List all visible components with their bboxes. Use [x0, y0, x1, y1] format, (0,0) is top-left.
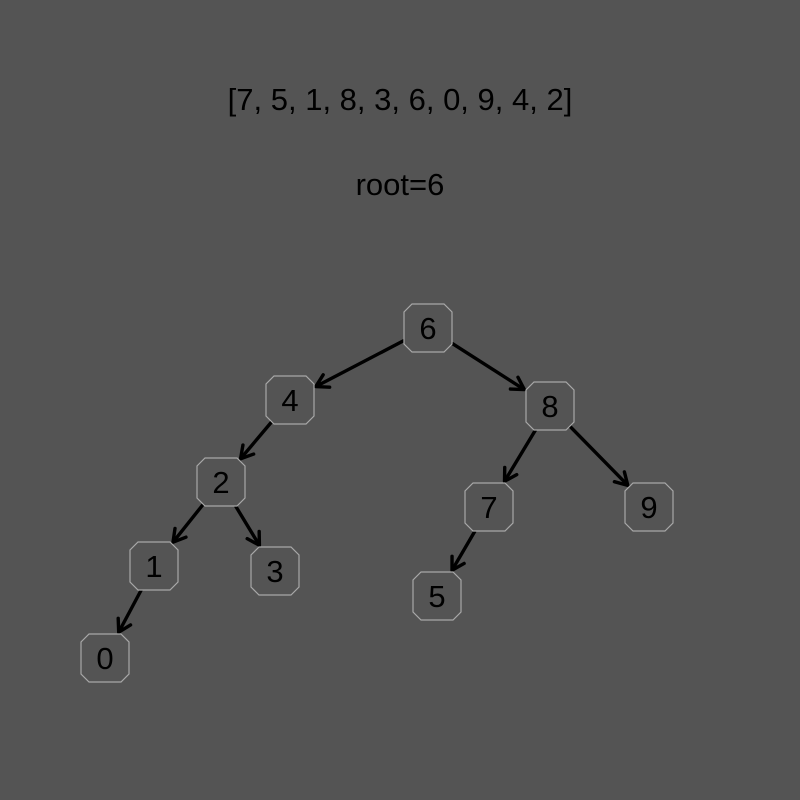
node-octagon-shape [80, 633, 130, 683]
edge-line [234, 505, 261, 547]
node-octagon-shape [412, 571, 462, 621]
node-octagon-shape [129, 541, 179, 591]
edge-line [171, 503, 205, 544]
edge-line [451, 341, 526, 392]
edge-6-to-4 [314, 339, 405, 389]
node-value-label: 8 [541, 389, 558, 424]
edge-8-to-7 [502, 429, 537, 483]
node-octagon-shape [624, 482, 674, 532]
arrowhead-icon [116, 616, 133, 634]
edge-line [503, 429, 537, 483]
node-octagon-shape [464, 482, 514, 532]
node-octagon-shape [525, 381, 575, 431]
tree-node-1: 1 [129, 541, 179, 591]
node-octagon-shape [265, 375, 315, 425]
node-value-label: 6 [419, 311, 436, 346]
edge-2-to-1 [171, 503, 205, 544]
tree-node-6: 6 [403, 303, 453, 353]
node-value-label: 2 [212, 465, 229, 500]
edge-2-to-3 [234, 505, 262, 547]
node-octagon-shape [403, 303, 453, 353]
tree-node-7: 7 [464, 482, 514, 532]
edge-6-to-8 [451, 341, 527, 392]
tree-node-0: 0 [80, 633, 130, 683]
node-value-label: 0 [96, 641, 113, 676]
arrowhead-icon [508, 375, 527, 392]
node-value-label: 1 [145, 549, 162, 584]
arrowhead-icon [171, 526, 188, 544]
edge-1-to-0 [116, 589, 143, 634]
node-value-label: 9 [640, 490, 657, 525]
arrowhead-icon [245, 529, 262, 547]
arrowhead-icon [314, 373, 332, 389]
root-label: root=6 [355, 167, 445, 202]
edge-line [450, 530, 477, 572]
node-value-label: 5 [428, 579, 445, 614]
tree-node-3: 3 [250, 546, 300, 596]
edge-4-to-2 [238, 420, 274, 461]
node-octagon-shape [196, 457, 246, 507]
node-value-label: 7 [480, 490, 497, 525]
edge-line [117, 589, 143, 634]
tree-node-5: 5 [412, 571, 462, 621]
nodes-layer: 6 4 8 2 7 9 1 3 5 0 [80, 303, 674, 683]
tree-node-8: 8 [525, 381, 575, 431]
arrowhead-icon [238, 443, 256, 461]
tree-node-9: 9 [624, 482, 674, 532]
node-value-label: 4 [281, 383, 298, 418]
node-octagon-shape [250, 546, 300, 596]
edge-line [239, 420, 274, 460]
arrowhead-icon [450, 554, 466, 572]
edges-layer [116, 339, 630, 634]
edge-7-to-5 [450, 530, 477, 572]
tree-node-4: 4 [265, 375, 315, 425]
edge-8-to-9 [568, 425, 630, 488]
arrowhead-icon [502, 465, 519, 483]
node-value-label: 3 [266, 554, 283, 589]
tree-node-2: 2 [196, 457, 246, 507]
input-array-label: [7, 5, 1, 8, 3, 6, 0, 9, 4, 2] [227, 82, 573, 117]
arrowhead-icon [612, 470, 630, 488]
edge-line [314, 339, 405, 389]
edge-line [568, 425, 630, 487]
